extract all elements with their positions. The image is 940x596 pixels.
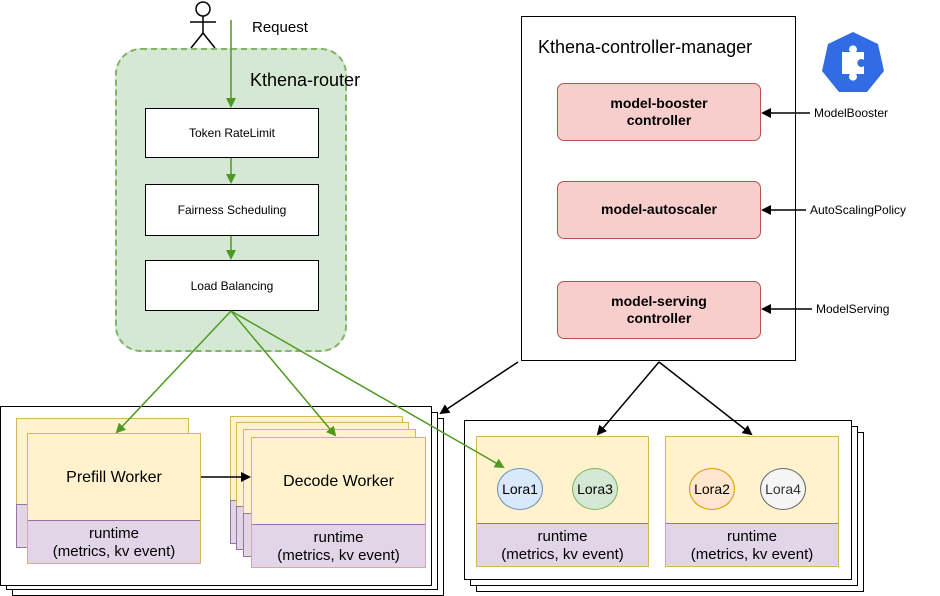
decode-worker-title: Decode Worker [283, 473, 394, 490]
modelserving-resource-label: ModelServing [816, 302, 890, 316]
controller-manager-title: Kthena-controller-manager [538, 37, 753, 57]
lb-to-prefill-arrow [115, 310, 232, 434]
decode-worker-card: Decode Worker runtime(metrics, kv event) [251, 437, 426, 568]
fairness-scheduling-box: Fairness Scheduling [145, 184, 319, 236]
prefill-worker-title: Prefill Worker [66, 469, 162, 486]
lb-to-lora1-arrow [230, 310, 505, 468]
lora-adapter-4: Lora4 [760, 468, 806, 510]
lora-runtime-1: runtime(metrics, kv event) [477, 523, 648, 566]
autoscalingpolicy-resource-label: AutoScalingPolicy [810, 203, 907, 217]
lora-runtime-2: runtime(metrics, kv event) [666, 523, 838, 566]
token-ratelimit-box: Token RateLimit [145, 108, 319, 158]
cm-to-lora-group2-arrow [658, 361, 753, 436]
person-icon [190, 1, 216, 49]
lora-worker-card-1: Lora1 Lora3 runtime(metrics, kv event) [476, 436, 649, 567]
lora-adapter-1: Lora1 [497, 468, 543, 510]
lora-worker-card-2: Lora2 Lora4 runtime(metrics, kv event) [665, 436, 839, 567]
lora-adapter-3: Lora3 [572, 468, 618, 510]
prefill-worker-card: Prefill Worker runtime(metrics, kv event… [27, 433, 201, 564]
decode-runtime: runtime(metrics, kv event) [252, 524, 425, 567]
lora-adapter-2: Lora2 [689, 468, 735, 510]
request-label: Request [252, 19, 308, 36]
load-balancing-box: Load Balancing [145, 260, 319, 311]
prefill-runtime: runtime(metrics, kv event) [28, 520, 200, 563]
modelbooster-resource-label: ModelBooster [814, 106, 889, 120]
model-autoscaler: model-autoscaler [557, 181, 761, 239]
cm-to-pd-plate-arrow [439, 361, 519, 415]
kubernetes-puzzle-icon [822, 32, 884, 92]
router-title: Kthena-router [250, 70, 361, 90]
lb-to-decode-arrow [230, 310, 337, 437]
cm-to-lora-group1-arrow [596, 361, 660, 436]
